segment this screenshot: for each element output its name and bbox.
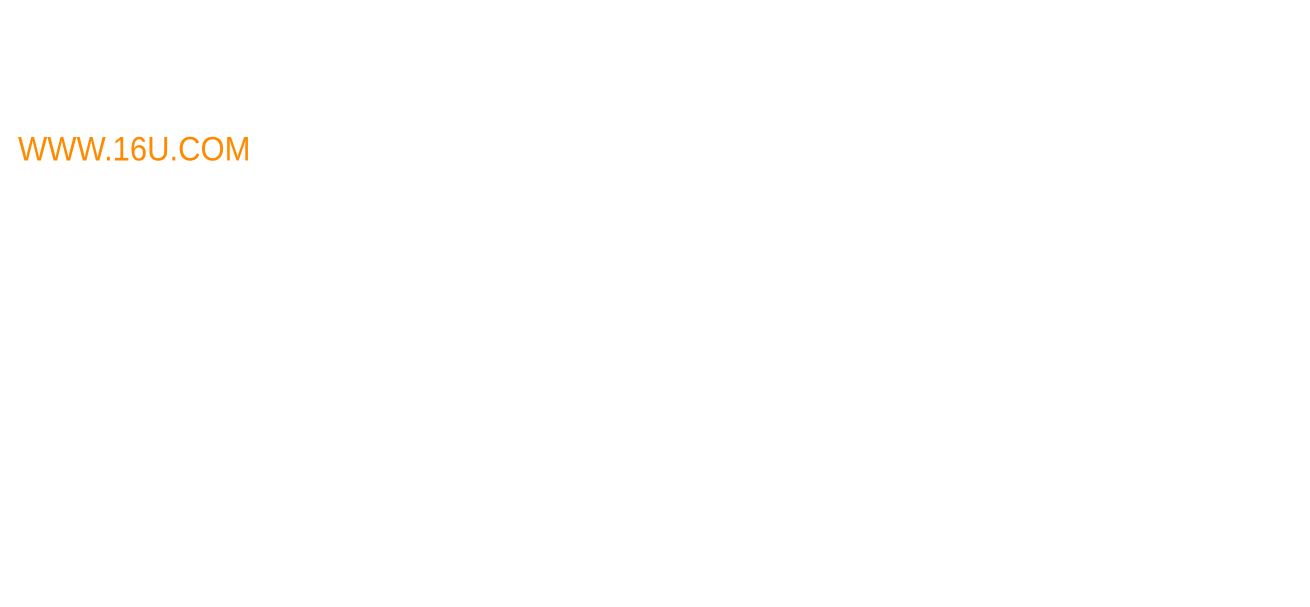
site-url-link[interactable]: WWW.16U.COM (18, 129, 251, 169)
